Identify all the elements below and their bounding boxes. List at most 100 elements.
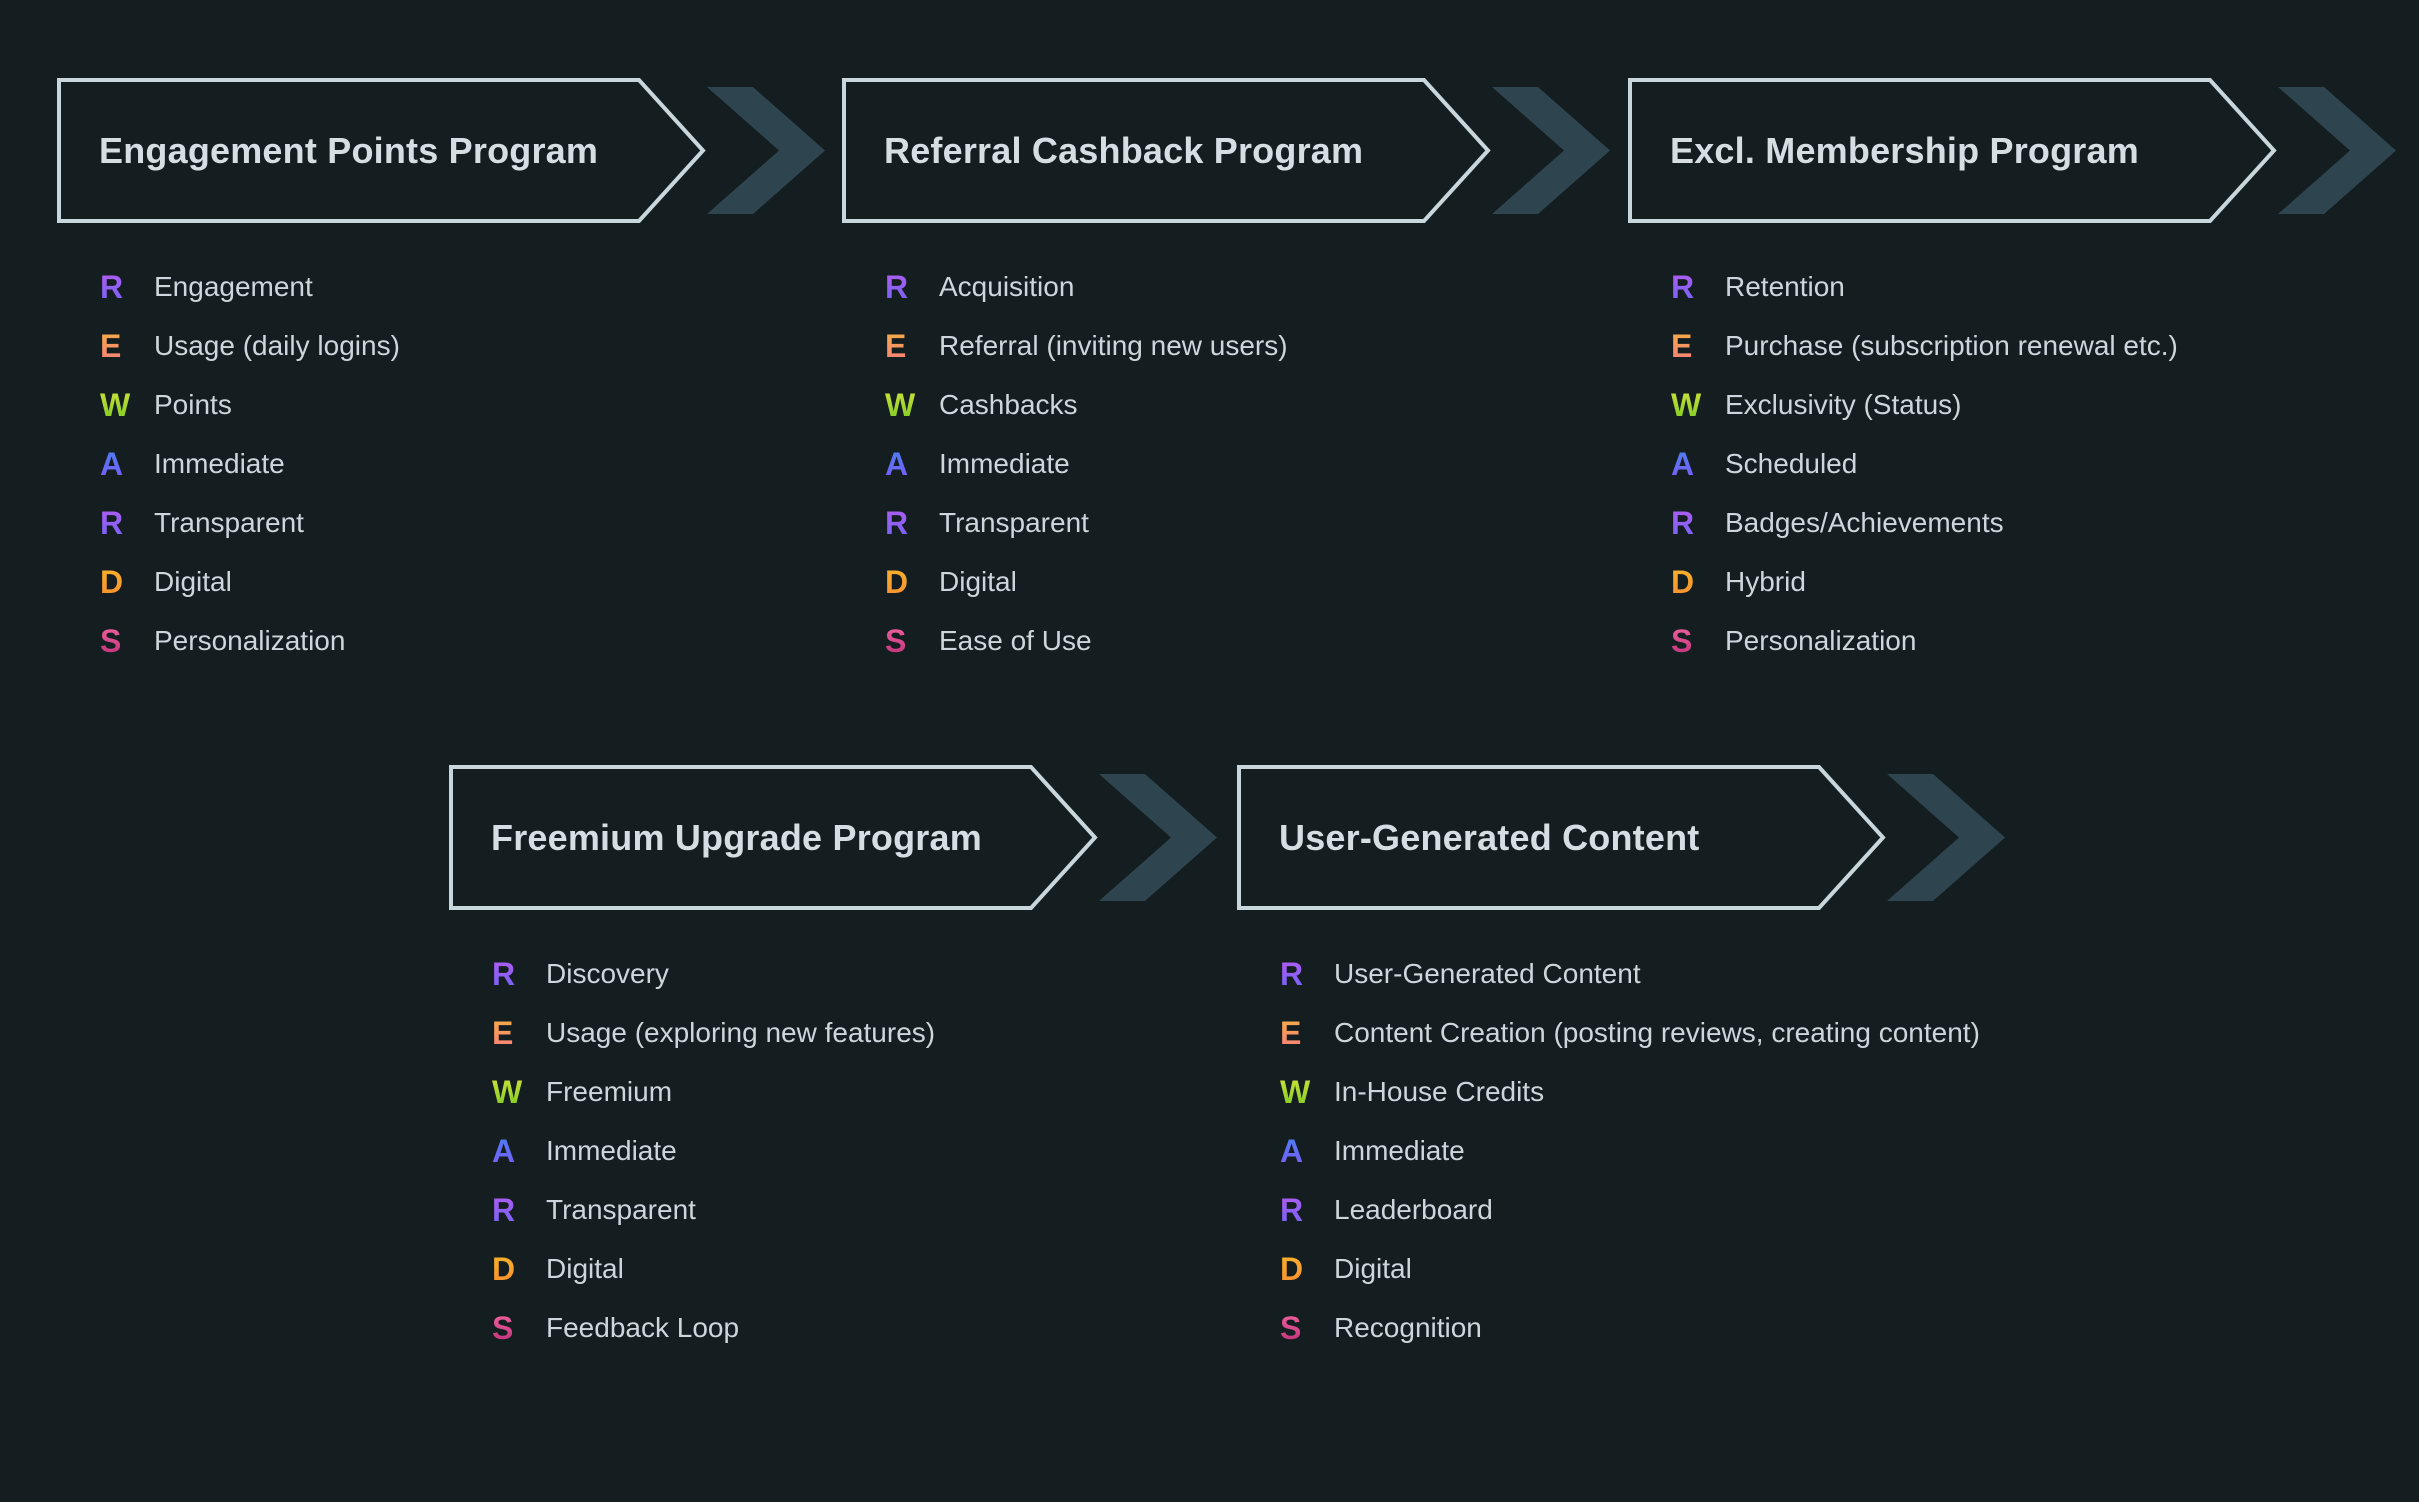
reward-label: Immediate bbox=[546, 1134, 677, 1166]
reward-acronym-letter: R bbox=[100, 507, 154, 539]
reward-item: E Usage (daily logins) bbox=[100, 316, 857, 375]
arrow-outline bbox=[1628, 78, 2277, 223]
arrow-outline bbox=[842, 78, 1491, 223]
program-title: Excl. Membership Program bbox=[1670, 129, 2139, 171]
reward-label: User-Generated Content bbox=[1334, 957, 1641, 989]
reward-item: S Recognition bbox=[1280, 1298, 2037, 1357]
program-block: Engagement Points Program R Engagement E… bbox=[57, 78, 857, 670]
reward-label: Ease of Use bbox=[939, 624, 1092, 656]
reward-label: Transparent bbox=[154, 506, 304, 538]
reward-acronym-letter: D bbox=[885, 566, 939, 598]
chevron-icon bbox=[1492, 87, 1610, 214]
reward-label: Content Creation (posting reviews, creat… bbox=[1334, 1016, 1980, 1048]
reward-acronym-letter: W bbox=[100, 389, 154, 421]
reward-acronym-letter: W bbox=[885, 389, 939, 421]
reward-acronym-letter: W bbox=[1671, 389, 1725, 421]
reward-acronym-letter: A bbox=[1280, 1135, 1334, 1167]
reward-label: Digital bbox=[939, 565, 1017, 597]
rewards-list: R Acquisition E Referral (inviting new u… bbox=[842, 257, 1642, 670]
program-block: User-Generated Content R User-Generated … bbox=[1237, 765, 2037, 1357]
chevron-icon bbox=[707, 87, 825, 214]
reward-acronym-letter: E bbox=[1280, 1017, 1334, 1049]
reward-label: Digital bbox=[154, 565, 232, 597]
reward-acronym-letter: S bbox=[1671, 625, 1725, 657]
reward-acronym-letter: S bbox=[885, 625, 939, 657]
reward-item: E Referral (inviting new users) bbox=[885, 316, 1642, 375]
reward-label: Purchase (subscription renewal etc.) bbox=[1725, 329, 2178, 361]
reward-acronym-letter: R bbox=[1280, 1194, 1334, 1226]
reward-acronym-letter: R bbox=[1671, 271, 1725, 303]
reward-label: Badges/Achievements bbox=[1725, 506, 2004, 538]
arrow-shape bbox=[1237, 765, 2005, 910]
reward-item: W Points bbox=[100, 375, 857, 434]
reward-item: D Digital bbox=[885, 552, 1642, 611]
program-header-arrow: Freemium Upgrade Program bbox=[449, 765, 1239, 910]
program-title: Referral Cashback Program bbox=[884, 129, 1364, 171]
reward-label: Digital bbox=[546, 1252, 624, 1284]
reward-acronym-letter: A bbox=[1671, 448, 1725, 480]
reward-item: W Cashbacks bbox=[885, 375, 1642, 434]
arrow-shape bbox=[842, 78, 1610, 223]
rewards-list: R Engagement E Usage (daily logins) W Po… bbox=[57, 257, 857, 670]
rewards-list: R Discovery E Usage (exploring new featu… bbox=[449, 944, 1249, 1357]
reward-item: D Digital bbox=[1280, 1239, 2037, 1298]
reward-item: S Personalization bbox=[100, 611, 857, 670]
reward-label: Transparent bbox=[939, 506, 1089, 538]
arrow-shape bbox=[57, 78, 825, 223]
reward-item: A Immediate bbox=[885, 434, 1642, 493]
reward-acronym-letter: W bbox=[492, 1076, 546, 1108]
reward-acronym-letter: R bbox=[1671, 507, 1725, 539]
reward-item: E Content Creation (posting reviews, cre… bbox=[1280, 1003, 2037, 1062]
reward-label: Personalization bbox=[154, 624, 346, 656]
rewards-list: R User-Generated Content E Content Creat… bbox=[1237, 944, 2037, 1357]
reward-item: S Ease of Use bbox=[885, 611, 1642, 670]
reward-label: Acquisition bbox=[939, 270, 1075, 302]
reward-item: W Freemium bbox=[492, 1062, 1249, 1121]
arrow-outline bbox=[1237, 765, 1886, 910]
reward-label: Exclusivity (Status) bbox=[1725, 388, 1962, 420]
reward-item: W In-House Credits bbox=[1280, 1062, 2037, 1121]
reward-item: A Scheduled bbox=[1671, 434, 2419, 493]
reward-item: A Immediate bbox=[492, 1121, 1249, 1180]
reward-label: Usage (exploring new features) bbox=[546, 1016, 936, 1048]
rewards-list: R Retention E Purchase (subscription ren… bbox=[1628, 257, 2419, 670]
chevron-icon bbox=[1099, 774, 1217, 901]
reward-item: R Transparent bbox=[100, 493, 857, 552]
reward-item: D Digital bbox=[100, 552, 857, 611]
reward-item: A Immediate bbox=[100, 434, 857, 493]
reward-item: R User-Generated Content bbox=[1280, 944, 2037, 1003]
reward-acronym-letter: D bbox=[1671, 566, 1725, 598]
reward-item: S Feedback Loop bbox=[492, 1298, 1249, 1357]
reward-acronym-letter: A bbox=[885, 448, 939, 480]
reward-label: Retention bbox=[1725, 270, 1845, 302]
reward-label: Personalization bbox=[1725, 624, 1917, 656]
reward-acronym-letter: E bbox=[885, 330, 939, 362]
reward-label: Hybrid bbox=[1725, 565, 1806, 597]
reward-acronym-letter: R bbox=[885, 507, 939, 539]
program-title: Engagement Points Program bbox=[99, 129, 599, 171]
reward-acronym-letter: R bbox=[100, 271, 154, 303]
reward-label: Freemium bbox=[546, 1075, 673, 1107]
reward-item: R Acquisition bbox=[885, 257, 1642, 316]
reward-acronym-letter: R bbox=[492, 1194, 546, 1226]
reward-item: R Leaderboard bbox=[1280, 1180, 2037, 1239]
reward-acronym-letter: S bbox=[1280, 1312, 1334, 1344]
reward-item: R Retention bbox=[1671, 257, 2419, 316]
reward-acronym-letter: E bbox=[1671, 330, 1725, 362]
reward-acronym-letter: E bbox=[100, 330, 154, 362]
reward-label: Usage (daily logins) bbox=[154, 329, 400, 361]
reward-acronym-letter: E bbox=[492, 1017, 546, 1049]
reward-item: D Digital bbox=[492, 1239, 1249, 1298]
reward-item: R Badges/Achievements bbox=[1671, 493, 2419, 552]
program-title: User-Generated Content bbox=[1279, 816, 1700, 858]
reward-acronym-letter: R bbox=[1280, 958, 1334, 990]
program-header-arrow: User-Generated Content bbox=[1237, 765, 2027, 910]
reward-label: Immediate bbox=[1334, 1134, 1465, 1166]
chevron-icon bbox=[1887, 774, 2005, 901]
reward-label: Immediate bbox=[154, 447, 285, 479]
reward-item: S Personalization bbox=[1671, 611, 2419, 670]
reward-acronym-letter: A bbox=[100, 448, 154, 480]
reward-acronym-letter: A bbox=[492, 1135, 546, 1167]
program-block: Freemium Upgrade Program R Discovery E U… bbox=[449, 765, 1249, 1357]
